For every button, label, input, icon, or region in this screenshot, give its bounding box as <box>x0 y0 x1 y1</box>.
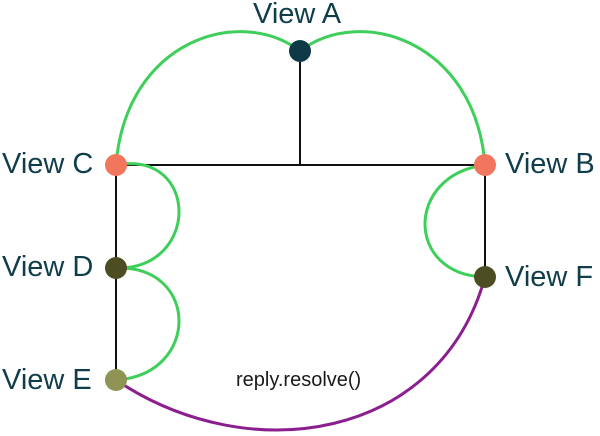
arc-reply-f-to-e <box>115 276 487 432</box>
node-e-label: View E <box>2 364 92 396</box>
node-c-label: View C <box>2 148 94 180</box>
node-a-label: View A <box>253 0 342 30</box>
arc-c-to-a <box>114 30 301 166</box>
node-b <box>474 154 496 176</box>
node-a <box>289 40 311 62</box>
arc-b-to-f <box>423 163 486 279</box>
node-c <box>105 154 127 176</box>
node-f-label: View F <box>505 261 594 293</box>
node-d <box>105 257 127 279</box>
node-b-label: View B <box>505 148 595 180</box>
arc-a-to-b <box>299 30 487 166</box>
node-e <box>105 369 127 391</box>
node-f <box>474 266 496 288</box>
reply-resolve-label: reply.resolve() <box>236 369 362 391</box>
arc-d-to-e <box>115 266 181 382</box>
node-d-label: View D <box>2 251 94 283</box>
arc-c-to-d <box>115 162 181 270</box>
